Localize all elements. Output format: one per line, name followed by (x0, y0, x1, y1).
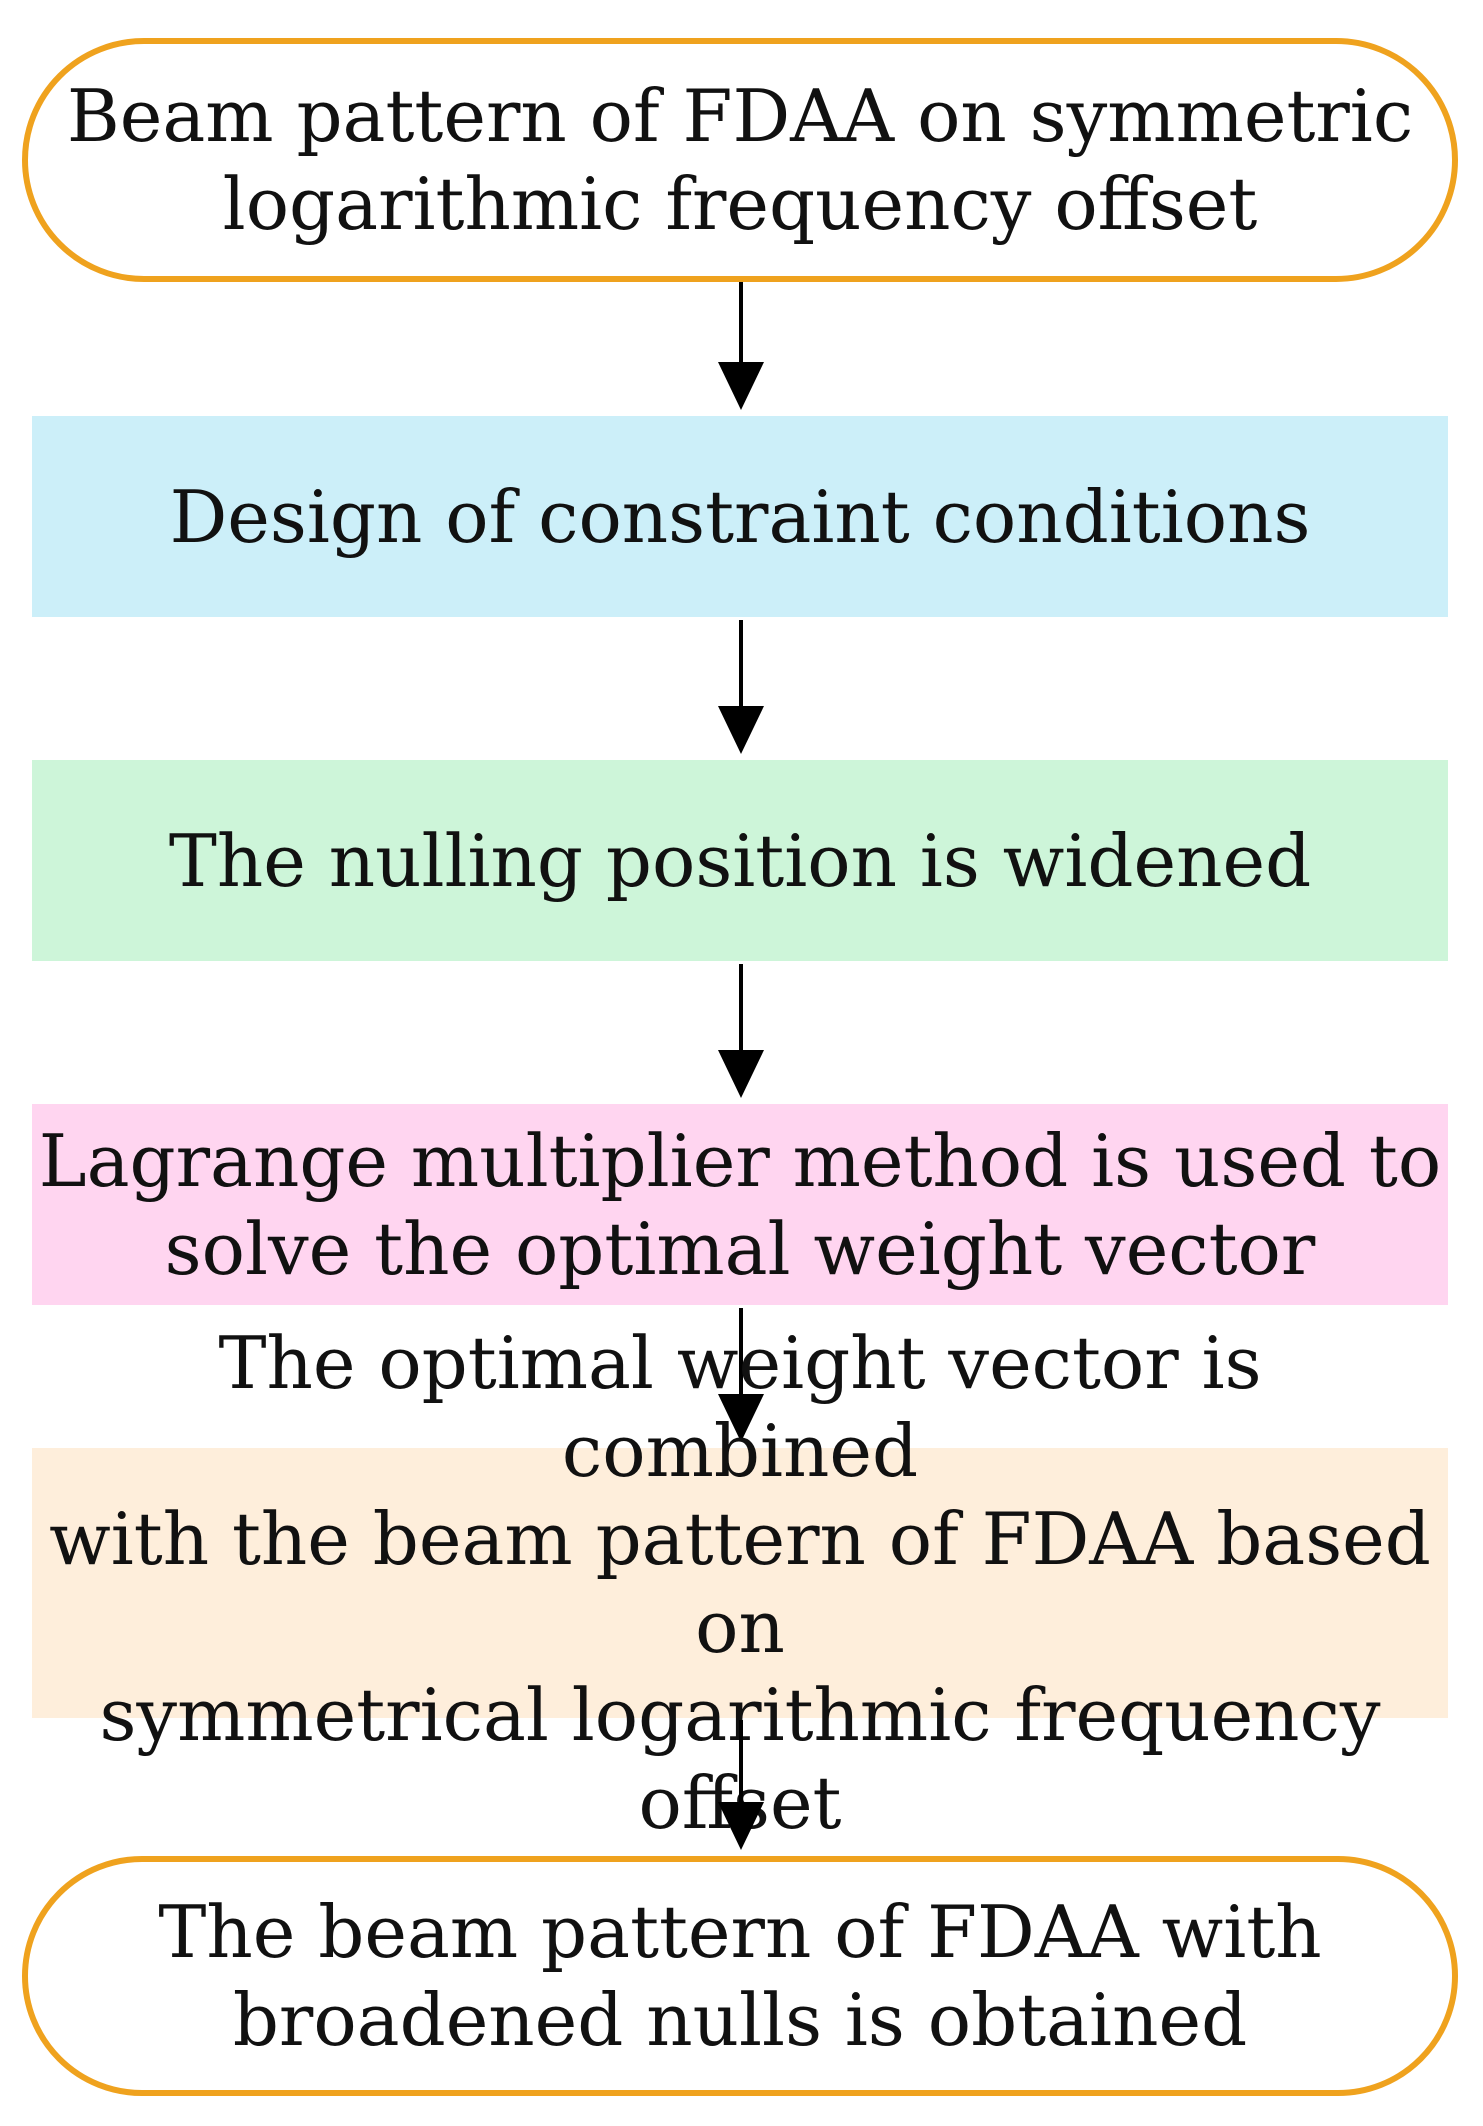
flow-arrow-3 (718, 964, 764, 1098)
step-lagrange-multiplier: Lagrange multiplier method is used to so… (32, 1104, 1448, 1305)
end-terminal-text: The beam pattern of FDAA with broadened … (158, 1888, 1321, 2064)
step-3-line-1: Lagrange multiplier method is used to (38, 1118, 1442, 1203)
step-4-line-2: with the beam pattern of FDAA based on (49, 1497, 1431, 1669)
end-terminal-line-1: The beam pattern of FDAA with (158, 1890, 1322, 1974)
start-terminal-text: Beam pattern of FDAA on symmetric logari… (67, 72, 1413, 248)
step-design-constraints: Design of constraint conditions (32, 416, 1448, 617)
step-3-line-2: solve the optimal weight vector (164, 1206, 1316, 1291)
start-terminal-line-2: logarithmic frequency offset (222, 162, 1258, 246)
step-nulling-widened: The nulling position is widened (32, 760, 1448, 961)
flow-arrow-5 (718, 1720, 764, 1850)
end-terminal-line-2: broadened nulls is obtained (232, 1978, 1248, 2062)
step-4-line-1: The optimal weight vector is combined (218, 1321, 1262, 1493)
step-1-line-1: Design of constraint conditions (169, 474, 1311, 559)
flow-arrow-4 (718, 1308, 764, 1442)
step-3-text: Lagrange multiplier method is used to so… (39, 1117, 1441, 1293)
step-2-line-1: The nulling position is widened (168, 818, 1312, 903)
flow-arrow-2 (718, 620, 764, 754)
step-1-text: Design of constraint conditions (170, 473, 1311, 561)
end-terminal: The beam pattern of FDAA with broadened … (22, 1856, 1458, 2096)
flow-arrow-1 (718, 282, 764, 410)
step-combine-weight-vector: The optimal weight vector is combined wi… (32, 1321, 1448, 1845)
step-2-text: The nulling position is widened (169, 817, 1311, 905)
step-4-text: The optimal weight vector is combined wi… (32, 1319, 1448, 1847)
start-terminal-line-1: Beam pattern of FDAA on symmetric (66, 74, 1414, 158)
start-terminal: Beam pattern of FDAA on symmetric logari… (22, 38, 1458, 282)
